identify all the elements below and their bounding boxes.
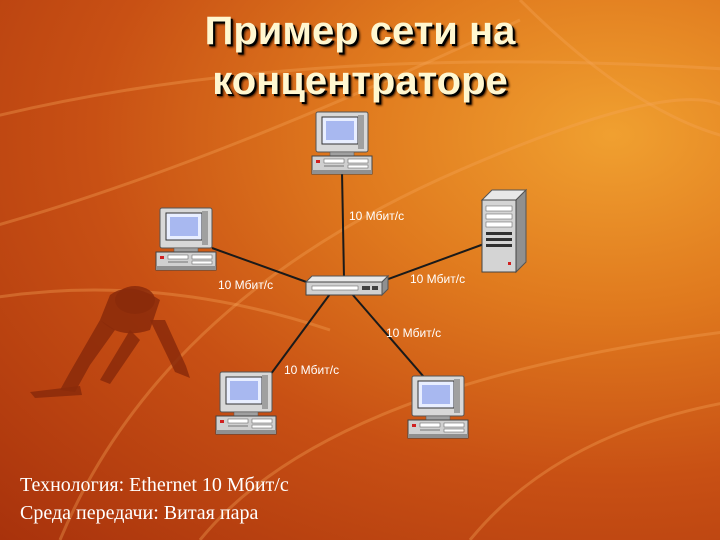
network-hub-icon — [304, 274, 390, 297]
medium-caption: Среда передачи: Витая пара — [20, 502, 259, 524]
server-icon — [481, 189, 527, 273]
cable-server — [379, 243, 485, 283]
title-line-1: Пример сети на — [204, 9, 516, 53]
link-label-bottom-left: 10 Мбит/с — [284, 363, 339, 377]
cable-left-pc — [211, 247, 313, 285]
cable-bottom-right-pc — [351, 293, 431, 385]
cable-top-pc — [341, 171, 345, 279]
link-label-bottom-right: 10 Мбит/с — [386, 326, 441, 340]
workstation-top-icon — [311, 111, 373, 175]
link-label-left: 10 Мбит/с — [218, 278, 273, 292]
slide-title: Пример сети на концентраторе — [0, 6, 720, 106]
cable-bottom-left-pc — [261, 293, 331, 387]
workstation-bottom-right-icon — [407, 375, 469, 439]
technology-caption: Технология: Ethernet 10 Мбит/с — [20, 474, 289, 496]
runner-silhouette — [30, 286, 190, 398]
workstation-bottom-left-icon — [215, 371, 277, 435]
title-line-2: концентраторе — [212, 59, 508, 103]
workstation-left-icon — [155, 207, 217, 271]
cables — [211, 171, 485, 387]
link-label-server: 10 Мбит/с — [410, 272, 465, 286]
link-label-top: 10 Мбит/с — [349, 209, 404, 223]
